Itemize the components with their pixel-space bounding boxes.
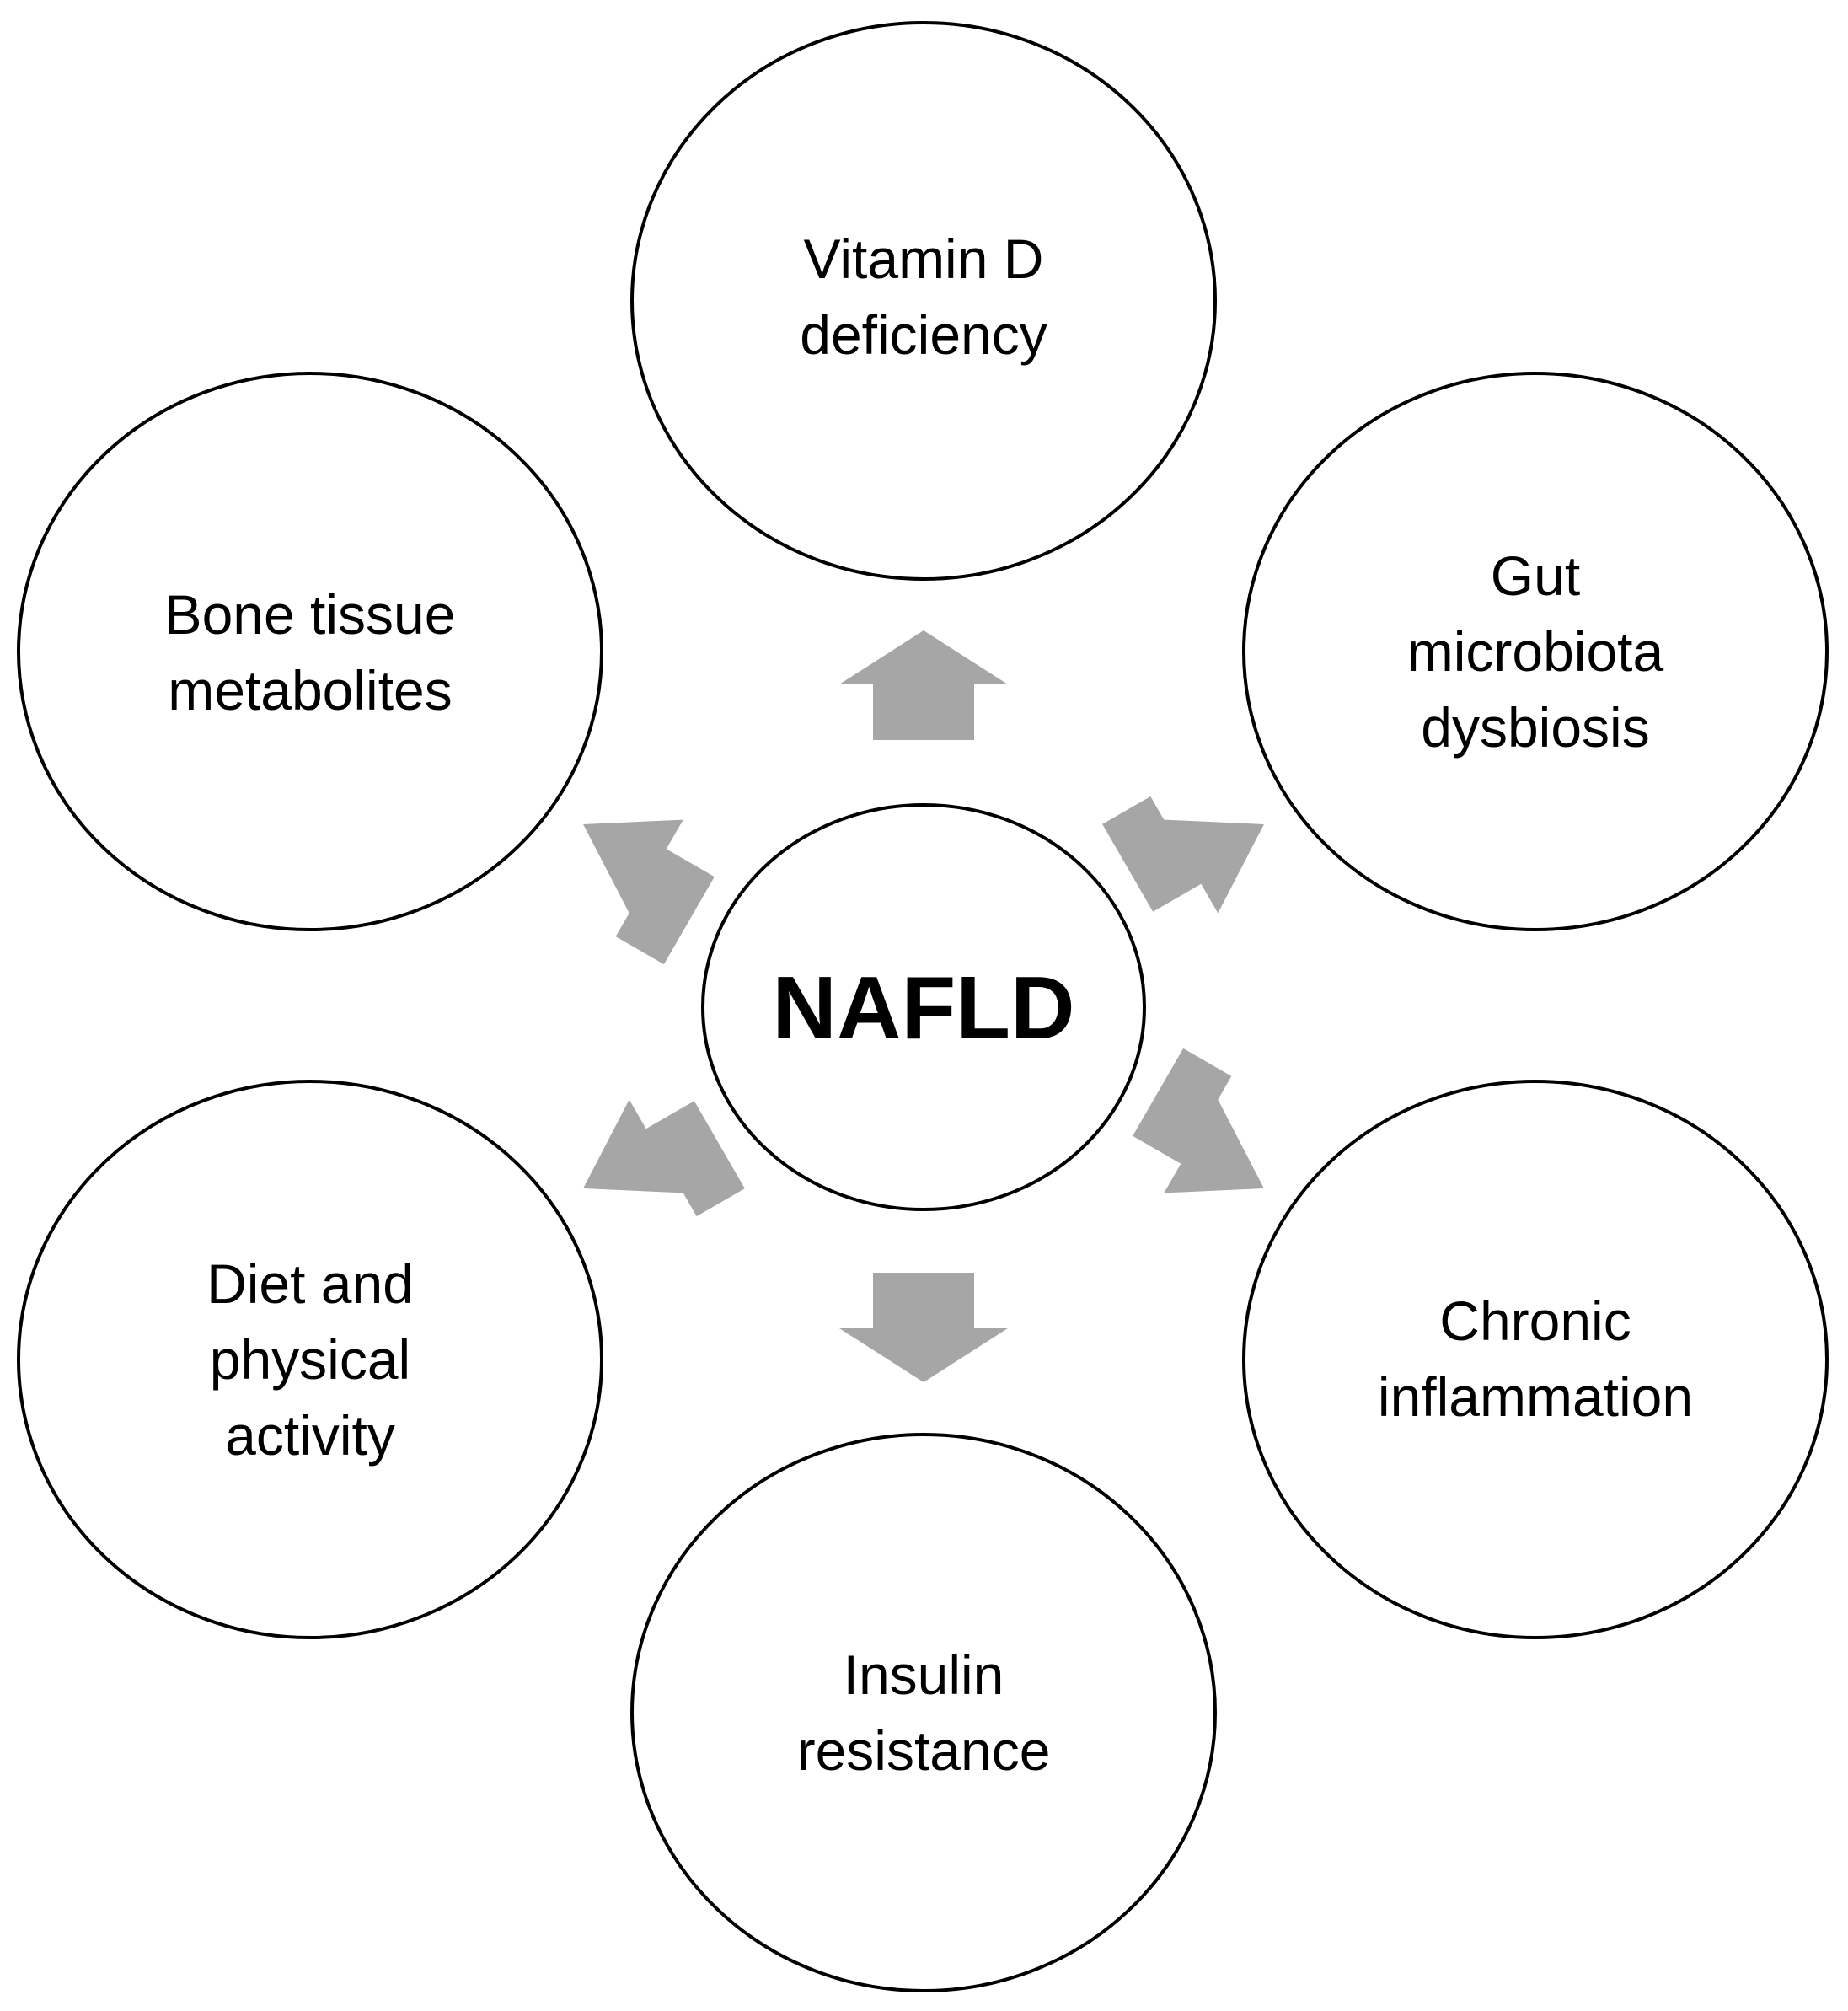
insulin-resistance-circle: [630, 1433, 1217, 1992]
node-label-line: resistance: [797, 1719, 1051, 1782]
node-chronic-inflammation: Chronic inflammation: [1242, 1080, 1829, 1639]
node-label-line: microbiota: [1407, 620, 1664, 683]
diet-activity-circle: [17, 1080, 603, 1639]
node-label-line: inflammation: [1378, 1365, 1693, 1428]
node-vitamin-d: Vitamin D deficiency: [630, 21, 1217, 581]
arrow-upper-left: [583, 819, 715, 965]
node-label-line: Vitamin D: [804, 228, 1044, 290]
node-label-line: deficiency: [800, 303, 1047, 366]
node-label-line: Bone tissue: [165, 583, 456, 646]
node-label-line: Diet and: [206, 1252, 414, 1315]
arrow-upper-right: [1102, 796, 1264, 914]
node-bone-tissue: Bone tissue metabolites: [17, 372, 603, 931]
node-label-line: metabolites: [168, 659, 453, 721]
chronic-inflammation-circle: [1242, 1080, 1829, 1639]
node-label-line: dysbiosis: [1421, 696, 1649, 759]
arrow-down: [839, 1273, 1008, 1382]
center-circle: [701, 803, 1146, 1211]
center-node: NAFLD: [701, 803, 1146, 1211]
center-label: NAFLD: [772, 958, 1074, 1058]
node-label-line: Insulin: [844, 1644, 1004, 1706]
arrow-lower-right: [1133, 1048, 1264, 1193]
arrow-up: [839, 630, 1008, 740]
node-diet-activity: Diet and physical activity: [17, 1080, 603, 1639]
node-insulin-resistance: Insulin resistance: [630, 1433, 1217, 1992]
node-label-line: Gut: [1491, 544, 1580, 607]
bone-tissue-circle: [17, 372, 603, 931]
arrows: [583, 630, 1264, 1382]
node-gut-microbiota: Gut microbiota dysbiosis: [1242, 372, 1829, 931]
node-label-line: Chronic: [1439, 1290, 1631, 1352]
gut-microbiota-circle: [1242, 372, 1829, 931]
arrow-lower-left: [583, 1099, 745, 1217]
node-label-line: physical: [210, 1328, 410, 1391]
node-label-line: activity: [225, 1404, 395, 1467]
vitamin-d-circle: [630, 21, 1217, 581]
